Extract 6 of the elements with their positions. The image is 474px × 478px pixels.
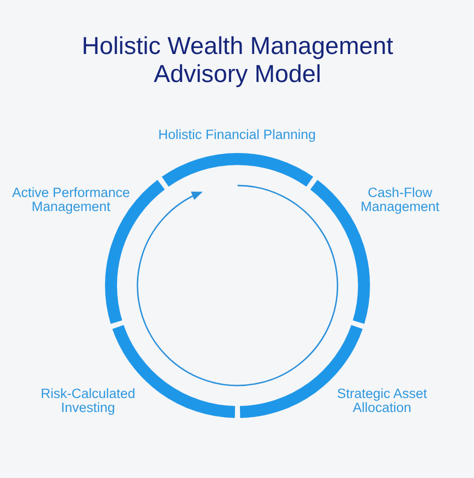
- segment-label: Strategic Asset Allocation: [336, 387, 428, 415]
- segment-label: Holistic Financial Planning: [157, 128, 317, 142]
- diagram-title: Holistic Wealth Management Advisory Model: [80, 33, 394, 89]
- segment-label: Cash-Flow Management: [360, 186, 440, 214]
- segment-label: Active Performance Management: [11, 186, 131, 214]
- segment-label: Risk-Calculated Investing: [40, 387, 136, 415]
